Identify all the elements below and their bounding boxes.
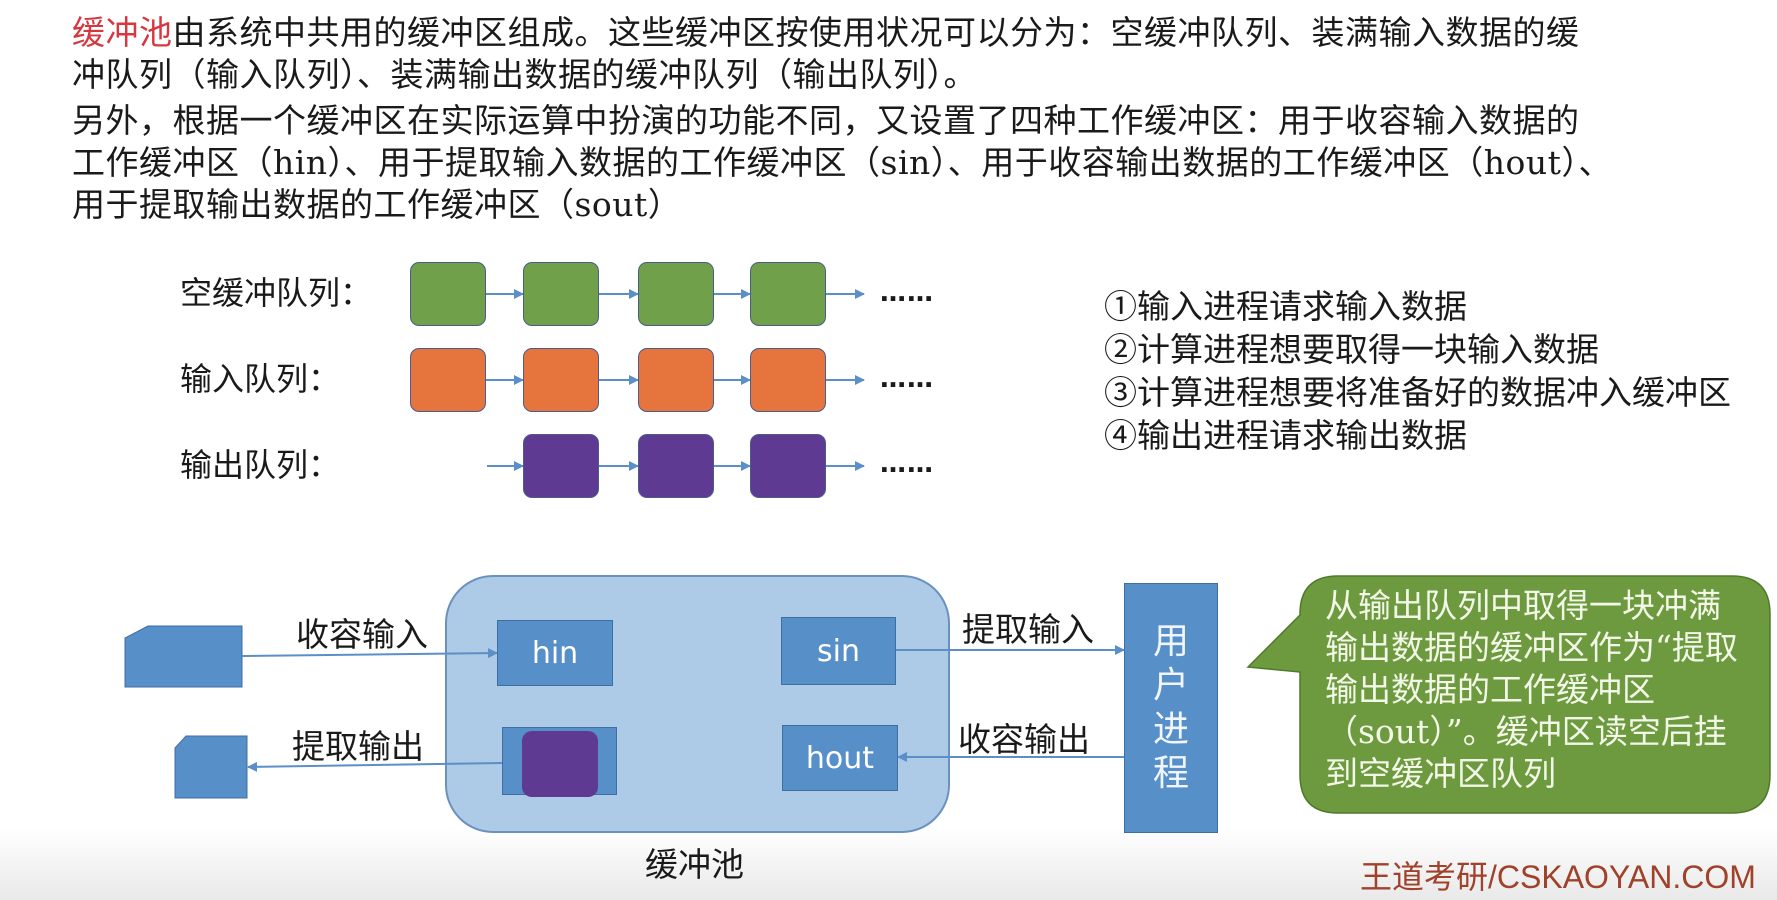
- queue-label-empty: 空缓冲队列：: [180, 274, 373, 312]
- output-queue-buffer: [523, 434, 599, 498]
- step-3: ③计算进程想要将准备好的数据冲入缓冲区: [1104, 373, 1731, 412]
- empty-queue-buffer: [750, 262, 826, 326]
- receive-output-label: 收容输出: [958, 720, 1090, 759]
- input-device-icon: [124, 625, 243, 688]
- callout-bubble: [1246, 575, 1771, 814]
- sin-buffer: sin: [781, 617, 896, 685]
- output-queue-buffer: [750, 434, 826, 498]
- queue-label-input: 输入队列：: [180, 360, 341, 398]
- step-2: ②计算进程想要取得一块输入数据: [1104, 330, 1599, 369]
- step-4: ④输出进程请求输出数据: [1104, 416, 1467, 455]
- input-queue-buffer: [750, 348, 826, 412]
- watermark: 王道考研/CSKAOYAN.COM: [1360, 859, 1756, 895]
- user-process-char: 用: [1152, 621, 1189, 662]
- extract-input-label: 提取输入: [962, 610, 1094, 649]
- callout-text: 从输出队列中取得一块冲满输出数据的缓冲区作为“提取输出数据的工作缓冲区（sout…: [1325, 586, 1738, 793]
- user-process-char: 进: [1152, 709, 1189, 750]
- intro-paragraph-1: 缓冲池由系统中共用的缓冲区组成。这些缓冲区按使用状况可以分为：空缓冲队列、装满输…: [72, 12, 1612, 96]
- hout-buffer: hout: [782, 725, 898, 791]
- queue-label-output: 输出队列：: [180, 446, 341, 484]
- input-queue-buffer: [638, 348, 714, 412]
- intro-paragraph-2: 另外，根据一个缓冲区在实际运算中扮演的功能不同，又设置了四种工作缓冲区：用于收容…: [72, 101, 1612, 224]
- intro-paragraph-1-text: 由系统中共用的缓冲区组成。这些缓冲区按使用状况可以分为：空缓冲队列、装满输入数据…: [72, 13, 1580, 94]
- output-queue-buffer: [638, 434, 714, 498]
- output-queue-ellipsis: ……: [880, 449, 934, 479]
- user-process-box: 用 户 进 程: [1124, 583, 1218, 833]
- hin-buffer: hin: [497, 620, 613, 686]
- step-1: ①输入进程请求输入数据: [1104, 287, 1467, 326]
- input-queue-buffer: [523, 348, 599, 412]
- input-queue-ellipsis: ……: [880, 364, 934, 394]
- empty-queue-buffer: [410, 262, 486, 326]
- extract-output-arrow: [247, 761, 503, 772]
- input-queue-buffer: [410, 348, 486, 412]
- steps-list: ①输入进程请求输入数据 ②计算进程想要取得一块输入数据 ③计算进程想要将准备好的…: [1104, 285, 1731, 457]
- buffer-pool-label: 缓冲池: [645, 845, 744, 884]
- extract-output-label: 提取输出: [292, 727, 424, 766]
- empty-queue-buffer: [523, 262, 599, 326]
- buffer-pool-term: 缓冲池: [72, 13, 173, 52]
- empty-queue-ellipsis: ……: [880, 278, 934, 308]
- user-process-char: 程: [1152, 753, 1189, 794]
- empty-queue-buffer: [638, 262, 714, 326]
- receive-input-label: 收容输入: [296, 615, 428, 654]
- output-device-icon: [174, 735, 248, 799]
- sout-buffer: [502, 727, 617, 797]
- receive-input-arrow: [241, 648, 498, 659]
- user-process-char: 户: [1152, 665, 1189, 706]
- sout-purple-buffer: [521, 731, 598, 797]
